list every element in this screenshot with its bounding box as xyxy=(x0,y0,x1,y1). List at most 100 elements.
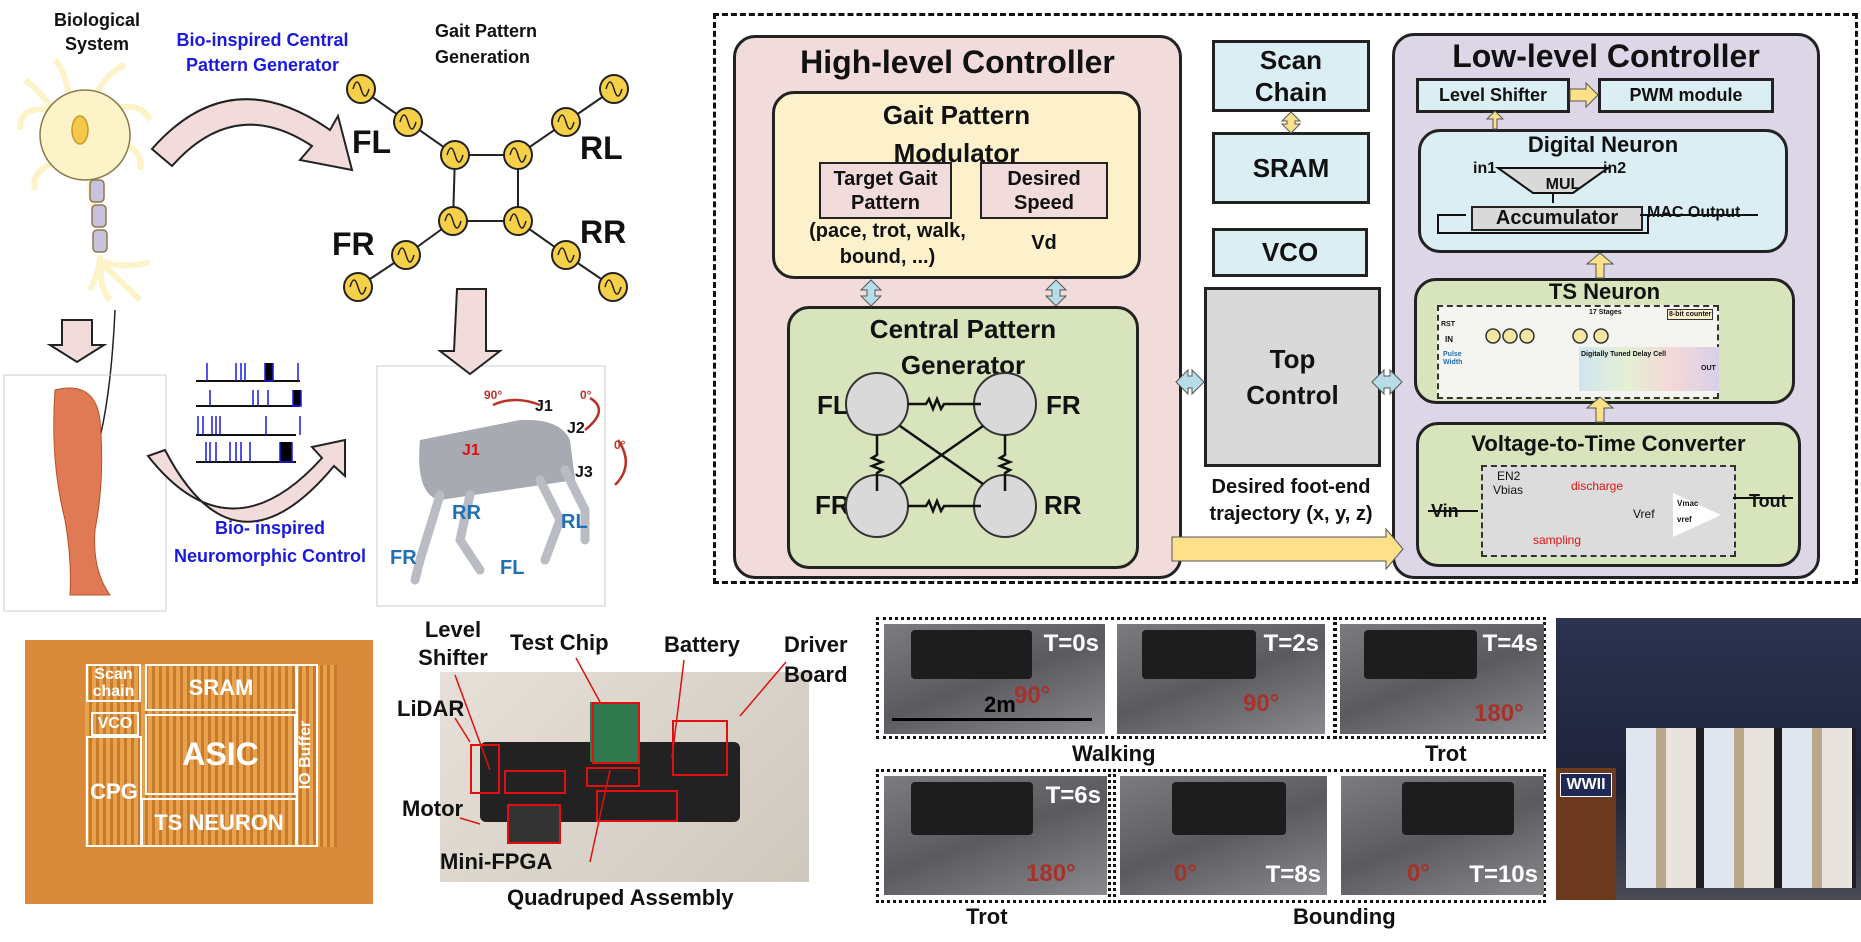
ts-in: IN xyxy=(1445,335,1453,344)
die-io-label: IO Buffer xyxy=(297,720,314,790)
sine-wave-icon xyxy=(557,247,575,263)
die-vco: VCO xyxy=(91,712,139,736)
oscillator-network xyxy=(357,88,615,288)
sine-wave-icon xyxy=(446,147,464,163)
ts-stages: 17 Stages xyxy=(1589,309,1622,316)
neuromorphic-line1: Bio- inspired xyxy=(214,518,325,538)
target-gait-examples: (pace, trot, walk, bound, ...) xyxy=(809,220,966,268)
foot-end-trajectory-label: Desired foot-end trajectory (x, y, z) xyxy=(1186,474,1396,528)
vtc-schematic: EN2 Vbias discharge sampling Vref Vmac v… xyxy=(1481,465,1736,557)
frame-angle: 0° xyxy=(1174,860,1197,887)
label-test-chip: Test Chip xyxy=(510,630,609,655)
frame-angle: 0° xyxy=(1407,860,1430,887)
speed-vd: Vd xyxy=(1031,232,1057,254)
vtc-title: Voltage-to-Time Converter xyxy=(1471,431,1746,456)
die-sram: SRAM xyxy=(145,664,297,711)
sine-wave-icon xyxy=(444,213,462,229)
gait-frame-5: T=10s 0° xyxy=(1341,776,1544,895)
die-scan-chain: Scan chain xyxy=(86,664,141,702)
sine-wave-icon xyxy=(509,213,527,229)
bio-graphics xyxy=(3,57,629,612)
frame-angle: 90° xyxy=(1243,690,1280,717)
frame-time: T=8s xyxy=(1265,861,1321,888)
in2-label: in2 xyxy=(1603,160,1627,177)
curved-arrow-bottom xyxy=(146,438,346,523)
in1-label: in1 xyxy=(1473,160,1497,177)
bounding-frame xyxy=(1113,769,1546,903)
robot-leg-rr: RR xyxy=(452,502,481,524)
podium-sign: WWII xyxy=(1560,773,1612,797)
ts-out: OUT xyxy=(1701,365,1716,372)
target-gait-box: Target Gait Pattern xyxy=(819,162,952,219)
sine-wave-icon xyxy=(352,81,370,97)
frame-time: T=4s xyxy=(1482,630,1538,657)
gait-generation-label: Gait Pattern Generation xyxy=(435,21,538,67)
ts-counter: 8-bit counter xyxy=(1667,309,1714,320)
down-arrow-icon xyxy=(46,319,108,364)
cpg-fl: FL xyxy=(817,390,849,420)
sine-wave-icon xyxy=(509,147,527,163)
ts-pulse-width: Pulse Width xyxy=(1443,351,1463,366)
trot-frame-top xyxy=(1334,617,1546,739)
vtc-vref: Vref xyxy=(1633,507,1655,521)
trot-label-top: Trot xyxy=(1425,741,1467,766)
vtc-discharge: discharge xyxy=(1571,479,1624,493)
cpg-bio-label: Bio-inspired Central Pattern Generator xyxy=(176,30,349,75)
gait-frame-2: T=4s 180° xyxy=(1340,624,1544,734)
desired-speed-box: Desired Speed xyxy=(980,162,1108,219)
robot-leg-fl: FL xyxy=(500,557,525,579)
leg-label-rr: RR xyxy=(580,214,627,250)
trot-frame-bottom xyxy=(876,769,1111,903)
low-level-title: Low-level Controller xyxy=(1452,38,1760,74)
label-mini-fpga: Mini-FPGA xyxy=(440,849,553,874)
accumulator-box: Accumulator xyxy=(1471,206,1643,231)
vco-box: VCO xyxy=(1212,228,1368,277)
bounding-label: Bounding xyxy=(1293,904,1396,929)
top-control-box: Top Control xyxy=(1204,287,1381,467)
robot-j3: J3 xyxy=(575,464,593,481)
gait-frame-0: T=0s 90° 2m xyxy=(884,624,1105,734)
die-ts-neuron: TS NEURON xyxy=(141,798,297,847)
neuron-icon xyxy=(17,57,153,471)
frame-angle: 90° xyxy=(1014,682,1051,709)
frame-time: T=2s xyxy=(1263,630,1319,657)
mac-output-label: MAC Output xyxy=(1647,204,1741,221)
spike-trains xyxy=(196,363,302,463)
sine-wave-icon xyxy=(605,81,623,97)
ts-rst: RST xyxy=(1441,321,1455,328)
sine-wave-icon xyxy=(397,247,415,263)
sine-wave-icon xyxy=(349,279,367,295)
frame-time: T=6s xyxy=(1045,782,1101,809)
tout-label: Tout xyxy=(1749,491,1787,511)
biological-system-label: Biological System xyxy=(53,10,140,54)
label-motor: Motor xyxy=(402,796,464,821)
robot-j2: J2 xyxy=(567,420,585,437)
leg-label-fl: FL xyxy=(352,124,392,160)
high-level-title: High-level Controller xyxy=(800,44,1115,80)
pwm-module-box: PWM module xyxy=(1598,78,1774,113)
label-driver-board: Driver Board xyxy=(784,632,848,687)
assembly-caption: Quadruped Assembly xyxy=(507,885,734,910)
ts-neuron-title: TS Neuron xyxy=(1548,279,1661,304)
robot-dog-image xyxy=(410,396,627,585)
distance-arrow xyxy=(892,718,1092,721)
cpg-fr: FR xyxy=(1046,390,1081,420)
frame-angle: 180° xyxy=(1026,860,1076,887)
gait-frame-3: T=6s 180° xyxy=(884,776,1107,895)
vtc-vbias: Vbias xyxy=(1493,483,1524,497)
robot-leg-fr: FR xyxy=(390,547,417,569)
vtc-sampling: sampling xyxy=(1533,533,1582,547)
walking-label: Walking xyxy=(1072,741,1156,766)
ts-neuron: TS Neuron 17 Stages 8-bit counter RST IN… xyxy=(1414,278,1795,404)
gait-frame-4: T=8s 0° xyxy=(1120,776,1327,895)
architecture-arrows xyxy=(845,81,1793,571)
robot-j1-red: J1 xyxy=(462,442,480,459)
ts-delay-cell: Digitally Tuned Delay Cell xyxy=(1581,351,1667,358)
label-lidar: LiDAR xyxy=(397,696,465,721)
trot-label-bottom: Trot xyxy=(966,904,1008,929)
architecture-frame xyxy=(713,13,1858,584)
voltage-to-time-converter: Voltage-to-Time Converter Vin Tout EN2 V… xyxy=(1416,422,1801,567)
die-io-buffer: IO Buffer xyxy=(296,664,318,847)
curved-arrow-top xyxy=(150,98,354,172)
